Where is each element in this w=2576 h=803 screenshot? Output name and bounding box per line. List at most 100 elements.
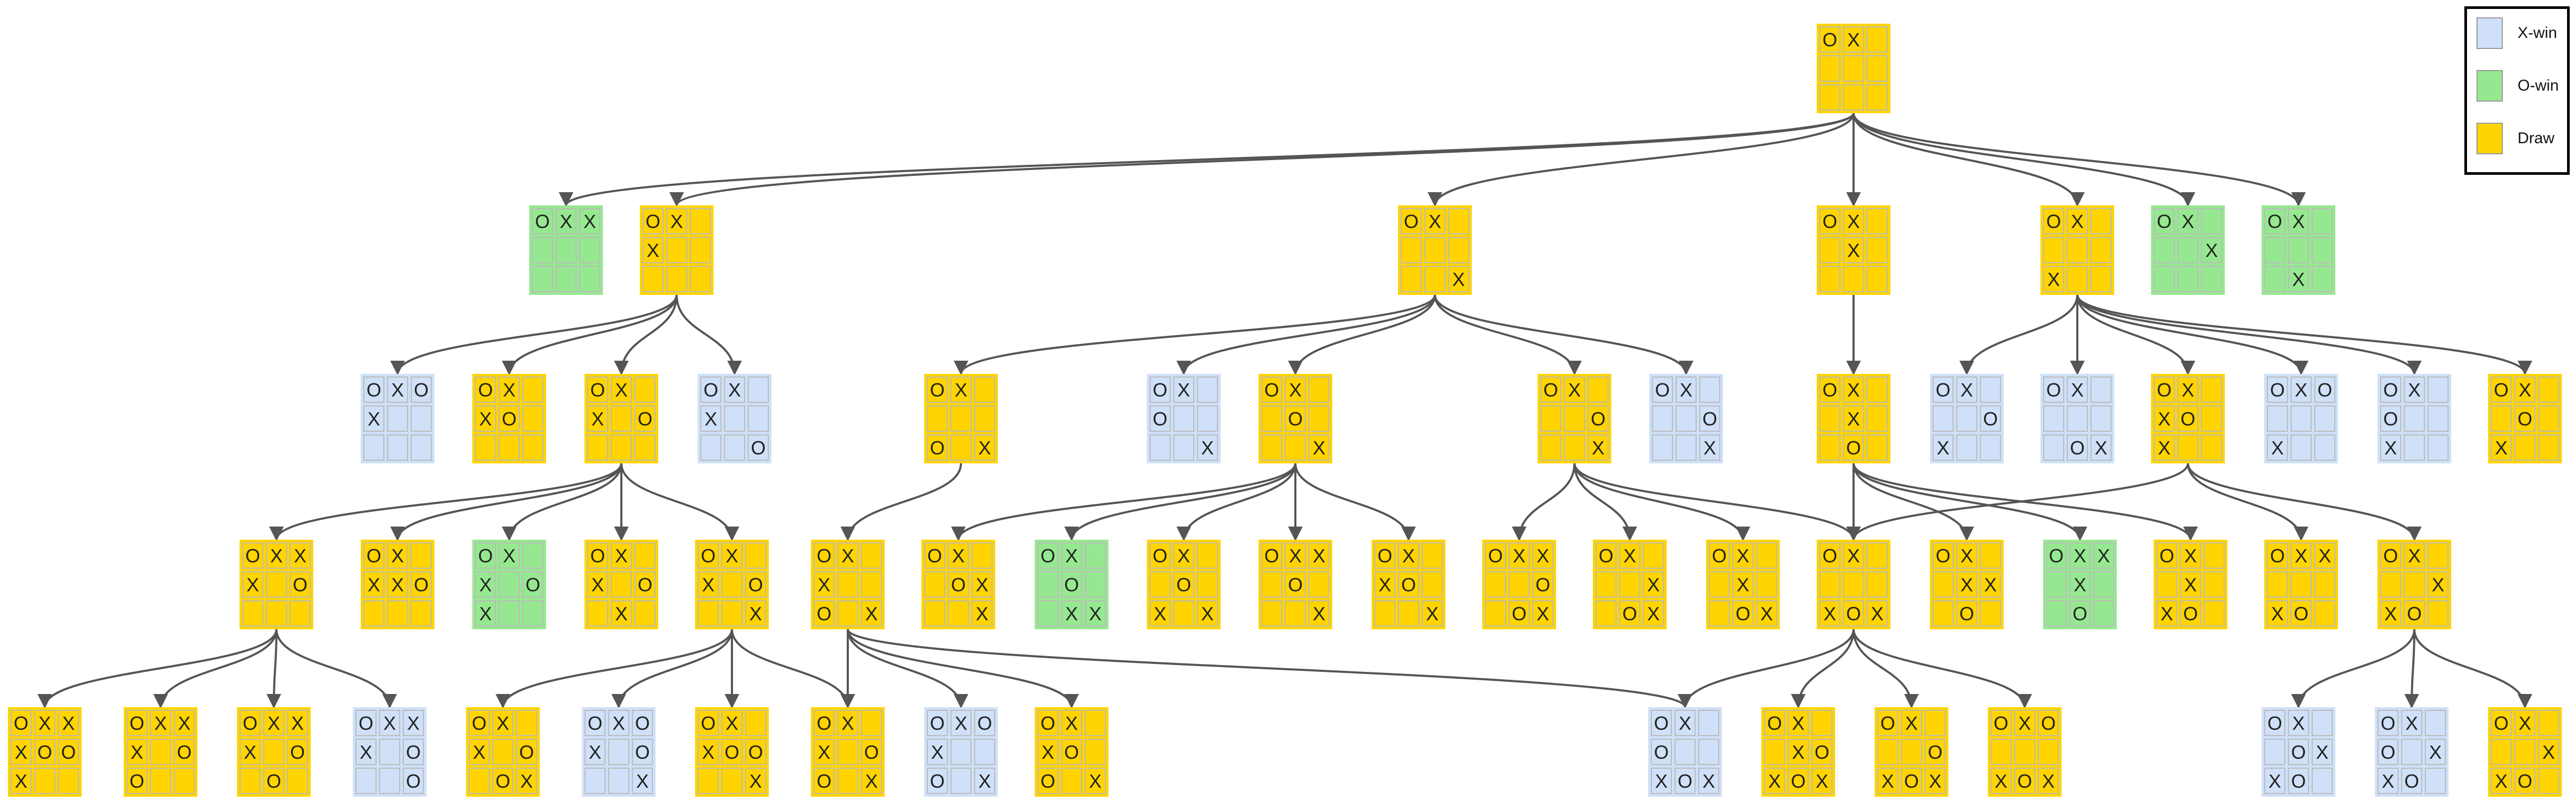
- board-cell: X: [1285, 376, 1306, 403]
- board-cell: X: [1675, 710, 1696, 736]
- board-cell: [837, 739, 858, 765]
- board-cell: O: [1374, 542, 1395, 569]
- board-cell: [666, 237, 687, 263]
- board-cell: X: [837, 542, 858, 569]
- board-cell: X: [1990, 768, 2012, 794]
- board-cell: [1819, 266, 1840, 292]
- board-cell: O: [475, 542, 496, 569]
- board-cell: O: [1956, 600, 1977, 627]
- board-cell: O: [1901, 768, 1922, 794]
- board-cell: [1867, 208, 1888, 234]
- board-cell: X: [387, 376, 408, 403]
- board-cell: O: [587, 376, 608, 403]
- board-cell: X: [1422, 600, 1443, 627]
- board-cell: O: [1651, 710, 1672, 736]
- board-cell: [950, 768, 972, 794]
- board-cell: [522, 542, 543, 569]
- board-cell: O: [927, 710, 948, 736]
- board-cell: X: [698, 571, 719, 598]
- board-cell: [974, 376, 995, 403]
- board-cell: X: [2291, 376, 2312, 403]
- board-cell: O: [814, 768, 835, 794]
- edge-l3e-l4e: [496, 629, 733, 709]
- board-cell: O: [748, 434, 769, 461]
- board-cell: O: [403, 768, 424, 794]
- edge-l2g-l3k: [1294, 463, 1416, 541]
- board-cell: [1764, 739, 1785, 765]
- board-cell: O: [411, 376, 432, 403]
- board-cell: [1867, 542, 1888, 569]
- edge-l2h-l3o: [1573, 463, 1861, 541]
- board-cell: [837, 571, 858, 598]
- board-cell: [1309, 571, 1330, 598]
- board-cell: O: [974, 710, 995, 736]
- board-cell: X: [1309, 542, 1330, 569]
- board-cell: X: [1085, 600, 1106, 627]
- board-cell: [2267, 405, 2288, 432]
- board-cell: X: [1643, 571, 1664, 598]
- board-cell: O: [1925, 739, 1946, 765]
- board-cell: [948, 600, 969, 627]
- board-cell: X: [2404, 542, 2425, 569]
- edge-l1c-l2f: [1176, 294, 1436, 375]
- board-cell: X: [2404, 376, 2425, 403]
- board-cell: X: [1173, 376, 1194, 403]
- board-cell: [1819, 55, 1840, 82]
- board-cell: X: [974, 434, 995, 461]
- board-cell: X: [2043, 266, 2064, 292]
- edge-l1e-l2p: [2076, 294, 2532, 375]
- board-cell: O: [1061, 571, 1082, 598]
- board-cell: X: [403, 710, 424, 736]
- board-cell: [1933, 600, 1954, 627]
- board-cell: [1173, 600, 1194, 627]
- board-cell: [1867, 434, 1888, 461]
- board-cell: [2291, 405, 2312, 432]
- edge-l2h-l3m: [1573, 463, 1637, 541]
- board-cell: [1401, 266, 1422, 292]
- board-cell: X: [2156, 600, 2177, 627]
- board-cell: [1197, 405, 1218, 432]
- board-cell: O: [516, 739, 537, 765]
- board-cell: [1652, 405, 1673, 432]
- board-cell: X: [2314, 542, 2335, 569]
- board-cell: [950, 405, 972, 432]
- board-cell: O: [2514, 768, 2535, 794]
- board-cell: O: [1037, 768, 1058, 794]
- board-cell: O: [11, 710, 32, 736]
- board-cell: X: [2491, 768, 2512, 794]
- board-cell: O: [1843, 600, 1864, 627]
- board-cell: X: [587, 571, 608, 598]
- board-cell: [1261, 434, 1282, 461]
- board-cell: X: [1956, 376, 1977, 403]
- board-cell: [499, 600, 520, 627]
- board-cell: X: [387, 542, 408, 569]
- board-cell: [1709, 600, 1730, 627]
- edge-l2c-l3b: [390, 463, 622, 541]
- board-cell: X: [1788, 739, 1809, 765]
- board-cell: X: [499, 542, 520, 569]
- board-cell: O: [745, 571, 766, 598]
- board-cell: [1990, 739, 2012, 765]
- board-cell: O: [2401, 768, 2422, 794]
- board-cell: O: [240, 710, 261, 736]
- board-cell: X: [2288, 208, 2309, 234]
- board-cell: [1867, 376, 1888, 403]
- board-cell: X: [1037, 739, 1058, 765]
- board-cell: X: [1309, 600, 1330, 627]
- board-cell: [700, 434, 721, 461]
- board-cell: X: [499, 376, 520, 403]
- board-cell: X: [1933, 434, 1954, 461]
- board-cell: [1309, 376, 1330, 403]
- edge-l3o-l4k: [1678, 629, 1855, 709]
- board-cell: X: [475, 405, 496, 432]
- board-cell: [1374, 600, 1395, 627]
- board-cell: [2291, 571, 2312, 598]
- legend-label-draw: Draw: [2518, 130, 2555, 147]
- board-cell: O: [34, 739, 55, 765]
- board-cell: O: [532, 208, 553, 234]
